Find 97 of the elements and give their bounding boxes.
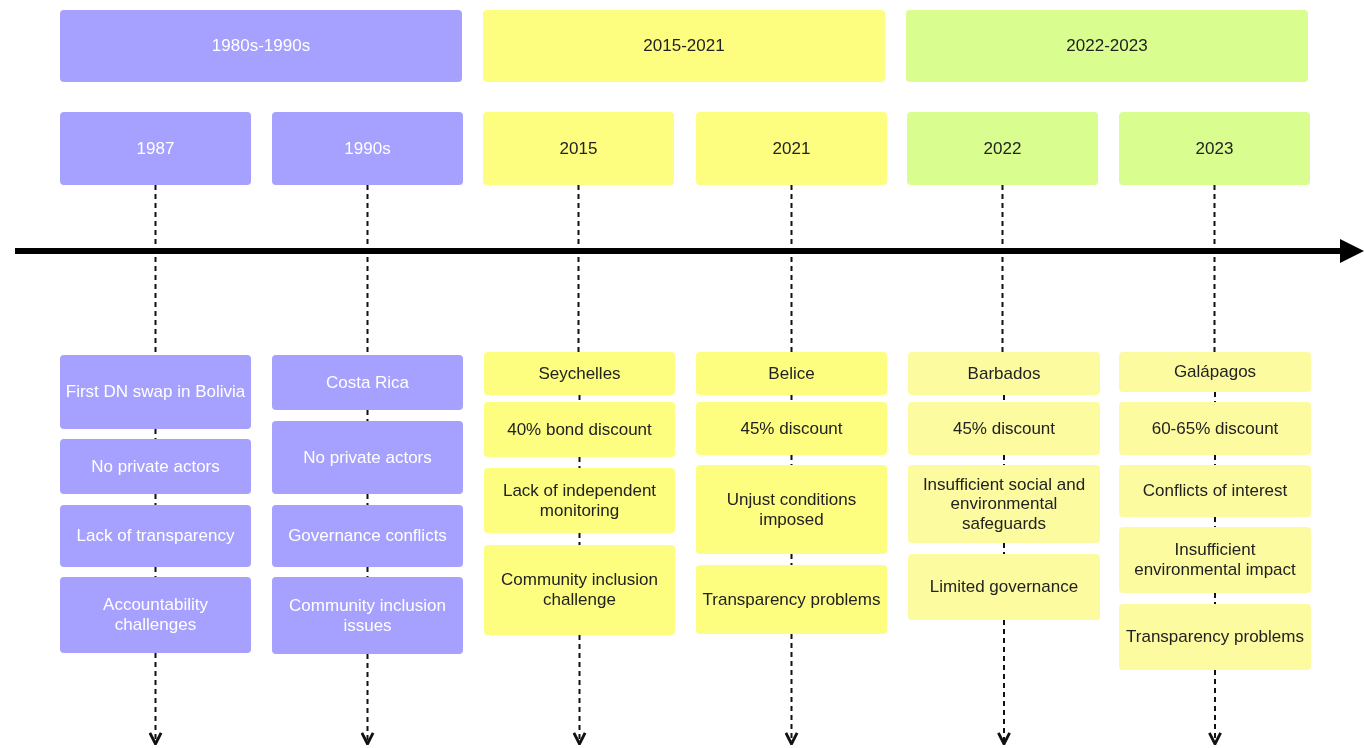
event-box <box>60 439 251 494</box>
year-box <box>907 112 1098 185</box>
year-box <box>272 112 463 185</box>
event-box <box>272 421 463 494</box>
event-box <box>272 577 463 654</box>
dashed-line <box>578 456 581 469</box>
event-text: Transparency problems <box>1126 627 1304 647</box>
year-label: 2015 <box>559 138 598 159</box>
dashed-line <box>366 493 369 506</box>
event-text: Accountability challenges <box>102 595 209 635</box>
year-box <box>1119 112 1310 185</box>
dashed-line <box>790 454 793 466</box>
year-label: 1987 <box>136 138 175 159</box>
event-box <box>1119 465 1311 517</box>
event-box <box>1119 604 1311 670</box>
dashed-line <box>1003 394 1005 403</box>
period-label: 1980s-1990s <box>211 36 311 56</box>
event-text: 45% discount <box>740 418 843 439</box>
event-text: Transparency problems <box>702 589 881 610</box>
event-text: Conflicts of interest <box>1142 481 1288 501</box>
dashed-arrow <box>360 653 375 746</box>
event-box <box>908 352 1100 395</box>
event-box <box>484 468 675 533</box>
event-box <box>1119 352 1311 392</box>
period-box <box>906 10 1308 82</box>
event-text: Lack of independent monitoring <box>501 480 658 521</box>
year-label: 1990s <box>344 138 391 159</box>
event-box <box>1119 527 1311 593</box>
dashed-line <box>790 184 793 353</box>
event-text: Galápagos <box>1173 362 1257 382</box>
year-label: 2023 <box>1195 138 1234 159</box>
event-box <box>484 402 675 457</box>
dashed-line <box>366 566 369 578</box>
dashed-line <box>1003 454 1005 466</box>
event-text: Belice <box>768 363 815 384</box>
dashed-arrow <box>997 619 1011 746</box>
event-box <box>272 505 463 567</box>
event-text: No private actors <box>303 447 432 468</box>
event-text: Community inclusion challenge <box>500 570 659 610</box>
event-text: Governance conflicts <box>288 526 447 546</box>
dashed-line <box>790 553 793 566</box>
event-box <box>696 565 887 634</box>
dashed-line <box>154 428 157 440</box>
dashed-line <box>1214 592 1216 605</box>
dashed-line <box>577 184 580 353</box>
dashed-line <box>1003 542 1005 555</box>
dashed-line <box>1214 391 1216 403</box>
year-box <box>696 112 887 185</box>
event-text: Barbados <box>967 363 1041 384</box>
period-box <box>483 10 885 82</box>
dashed-line <box>1214 516 1216 528</box>
event-box <box>484 545 675 635</box>
dashed-line <box>790 394 793 403</box>
event-text: Insufficient social and environmental safeguards <box>921 474 1087 534</box>
event-box <box>908 465 1100 543</box>
event-box <box>1119 402 1311 455</box>
event-box <box>696 352 887 395</box>
dashed-arrow <box>1208 669 1222 746</box>
event-text: Seychelles <box>538 363 621 384</box>
dashed-line <box>578 532 581 546</box>
event-text: 60-65% discount <box>1151 418 1279 439</box>
period-label: 2015-2021 <box>643 36 725 56</box>
period-label: 2022-2023 <box>1066 36 1148 56</box>
dashed-line <box>1213 184 1216 353</box>
event-text: No private actors <box>91 456 220 477</box>
dashed-arrow <box>148 652 163 746</box>
year-box <box>60 112 251 185</box>
year-label: 2022 <box>983 138 1022 159</box>
event-text: Lack of transparency <box>76 526 235 546</box>
dashed-line <box>578 394 581 403</box>
event-text: Community inclusion issues <box>288 595 447 636</box>
event-text: Unjust conditions imposed <box>725 489 858 530</box>
dashed-line <box>1001 184 1004 353</box>
event-box <box>272 355 463 410</box>
event-text: First DN swap in Bolivia <box>65 382 246 402</box>
event-box <box>484 352 675 395</box>
event-box <box>696 465 887 554</box>
dashed-line <box>366 409 369 422</box>
dashed-line <box>1214 454 1216 466</box>
event-text: Costa Rica <box>325 372 410 393</box>
event-box <box>60 577 251 653</box>
dashed-line <box>154 566 157 578</box>
event-text: 45% discount <box>952 418 1056 439</box>
event-box <box>908 554 1100 620</box>
event-box <box>908 402 1100 455</box>
event-text: Insufficient environmental impact <box>1133 540 1297 580</box>
event-box <box>60 505 251 567</box>
event-box <box>696 402 887 455</box>
event-text: Limited governance <box>929 577 1079 597</box>
year-box <box>483 112 674 185</box>
event-text: 40% bond discount <box>507 419 652 440</box>
dashed-line <box>154 493 157 506</box>
dashed-arrow <box>572 634 587 746</box>
dashed-arrow <box>784 633 799 746</box>
event-box <box>60 355 251 429</box>
period-box <box>60 10 462 82</box>
year-label: 2021 <box>772 138 811 159</box>
